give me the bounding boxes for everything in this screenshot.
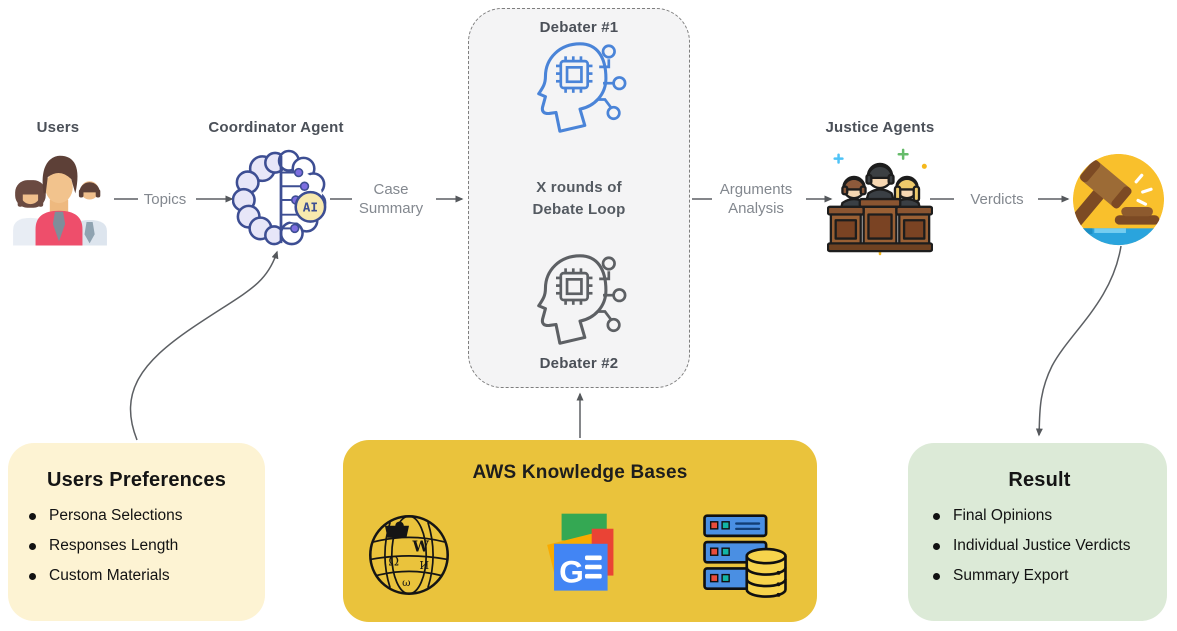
debater2-label: Debater #2: [539, 355, 619, 372]
list-item: Summary Export: [926, 566, 1153, 586]
edge-arguments-analysis-label: Arguments Analysis: [719, 181, 793, 217]
justice-agents-label: Justice Agents: [825, 119, 935, 136]
svg-text:Ω: Ω: [388, 554, 399, 569]
list-item: Responses Length: [22, 536, 251, 556]
users-preferences-list: Persona Selections Responses Length Cust…: [22, 506, 251, 586]
wikipedia-icon: W Ω И ω: [369, 515, 449, 595]
gavel-icon: [1072, 153, 1165, 246]
users-preferences-title: Users Preferences: [46, 469, 227, 491]
list-item: Individual Justice Verdicts: [926, 536, 1153, 556]
google-news-icon: G: [547, 513, 614, 591]
debater1-label: Debater #1: [539, 19, 619, 36]
edge-topics-label: Topics: [143, 191, 187, 208]
svg-text:ω: ω: [402, 577, 410, 589]
list-item: Final Opinions: [926, 506, 1153, 526]
debate-loop-label: X rounds of Debate Loop: [532, 179, 626, 218]
svg-text:G: G: [559, 553, 584, 589]
debater2-icon: [537, 254, 627, 345]
edge-case-summary-label: Case Summary: [358, 181, 424, 217]
coordinator-agent-icon: AI: [232, 149, 327, 246]
edge-verdicts-label: Verdicts: [970, 191, 1024, 208]
result-list: Final Opinions Individual Justice Verdic…: [926, 506, 1153, 586]
justice-agents-icon: [827, 148, 933, 256]
users-label: Users: [36, 119, 80, 136]
result-card: Result Final Opinions Individual Justice…: [908, 443, 1167, 621]
svg-text:W: W: [411, 539, 429, 556]
aws-knowledge-bases-title: AWS Knowledge Bases: [472, 462, 688, 483]
result-title: Result: [1008, 469, 1071, 491]
users-icon: [13, 155, 107, 246]
list-item: Custom Materials: [22, 566, 251, 586]
svg-text:AI: AI: [303, 201, 318, 216]
debater1-icon: [537, 42, 627, 133]
ai-badge: AI: [294, 190, 327, 223]
list-item: Persona Selections: [22, 506, 251, 526]
aws-knowledge-bases-card: AWS Knowledge Bases W Ω И ω: [343, 440, 817, 622]
database-servers-icon: [703, 514, 787, 598]
users-preferences-card: Users Preferences Persona Selections Res…: [8, 443, 265, 621]
coordinator-agent-label: Coordinator Agent: [208, 119, 344, 136]
svg-text:И: И: [419, 559, 429, 572]
